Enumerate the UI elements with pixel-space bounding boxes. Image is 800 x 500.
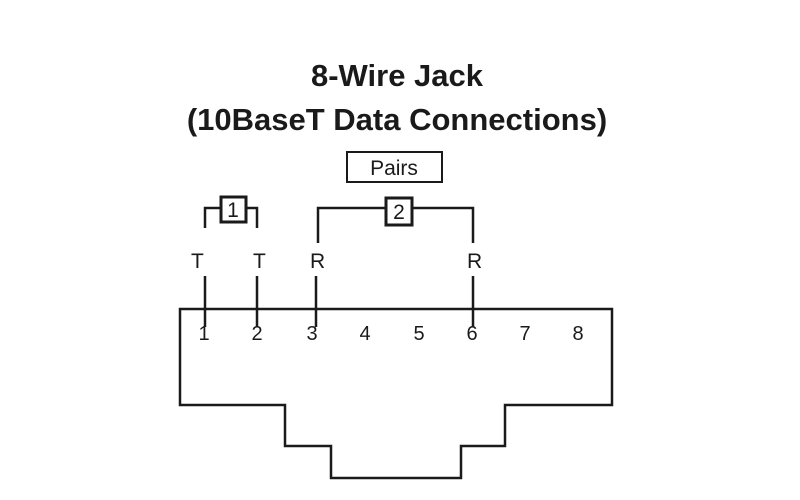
- pin-6: 6: [466, 323, 477, 345]
- pair-1-number-box: [219, 195, 248, 224]
- pin-1: 1: [198, 323, 209, 345]
- pair-1-number: 1: [227, 199, 239, 222]
- pair-2-number-box: [384, 196, 414, 227]
- pin-2: 2: [251, 323, 262, 345]
- title-line-1: 8-Wire Jack: [311, 58, 484, 93]
- pair-2-right-label: R: [467, 250, 482, 273]
- jack-outline: [178, 307, 614, 480]
- pair-1-ring-label: T: [253, 250, 266, 273]
- pairs-label: Pairs: [370, 157, 418, 180]
- pin-8: 8: [572, 323, 583, 345]
- pin-5: 5: [413, 323, 424, 345]
- pair-1-tip-label: T: [191, 250, 204, 273]
- pairs-label-box: [346, 151, 443, 183]
- pin-7: 7: [519, 323, 530, 345]
- pair-2-number: 2: [393, 201, 405, 224]
- pin-3: 3: [306, 323, 317, 345]
- pin-4: 4: [359, 323, 370, 345]
- pair-2-left-label: R: [310, 250, 325, 273]
- title-line-2: (10BaseT Data Connections): [187, 102, 607, 137]
